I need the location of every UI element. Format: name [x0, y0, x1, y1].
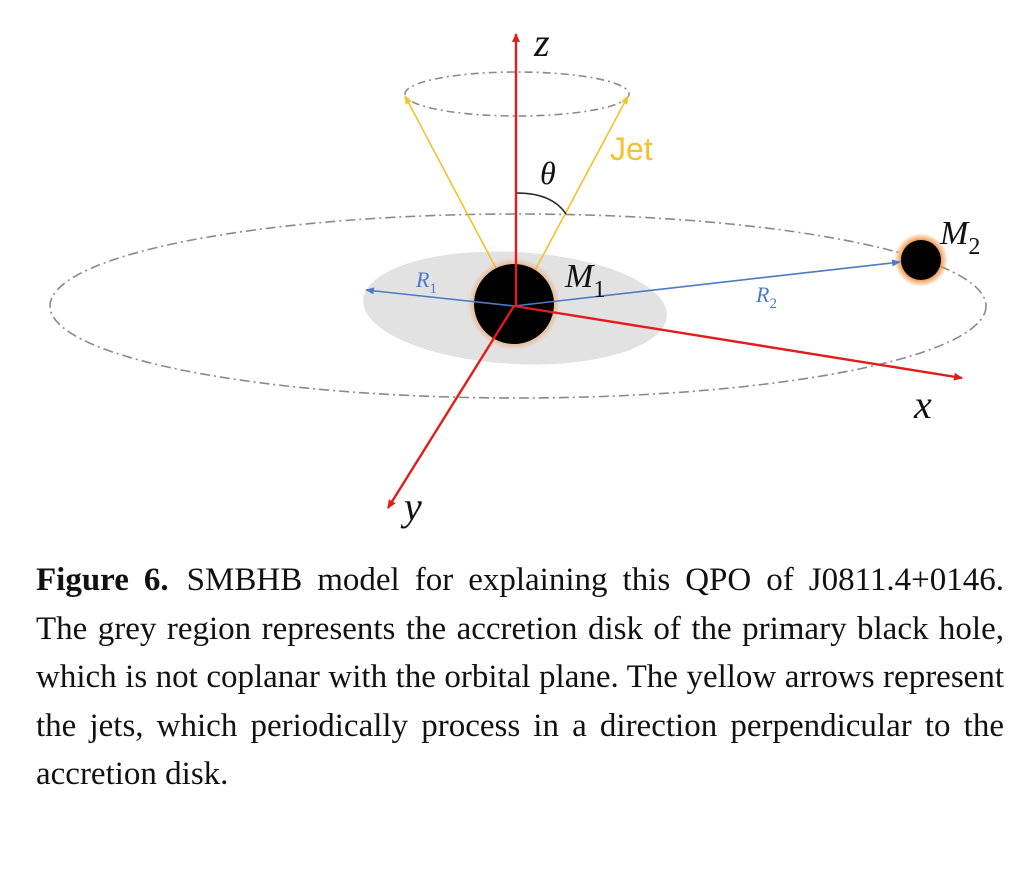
- m1-black-hole: [474, 264, 554, 344]
- m2-label: M2: [939, 215, 980, 260]
- r1-arrow: [365, 287, 515, 307]
- jet-label: Jet: [610, 131, 653, 167]
- r1-label: R1: [415, 267, 437, 297]
- r2-label: R2: [755, 282, 777, 312]
- x-axis-label: x: [913, 382, 932, 427]
- m1-label: M1: [564, 258, 605, 303]
- orbital-plane: [49, 213, 987, 399]
- x-axis: [513, 304, 963, 381]
- m2-black-hole: [901, 240, 941, 280]
- y-axis-label: y: [400, 484, 422, 529]
- precession-ring: [404, 71, 630, 117]
- caption-text: SMBHB model for explaining this QPO of J…: [36, 562, 1004, 792]
- figure-caption: Figure 6.SMBHB model for explaining this…: [36, 556, 1004, 799]
- theta-arc: [516, 192, 567, 215]
- smbhb-diagram: z x y Jet θ M1 M2 R1 R2: [49, 20, 987, 529]
- caption-figure-label: Figure 6.: [36, 562, 169, 598]
- r2-arrow: [513, 259, 901, 307]
- theta-label: θ: [540, 155, 556, 191]
- y-axis: [386, 305, 516, 509]
- z-axis-label: z: [533, 20, 550, 65]
